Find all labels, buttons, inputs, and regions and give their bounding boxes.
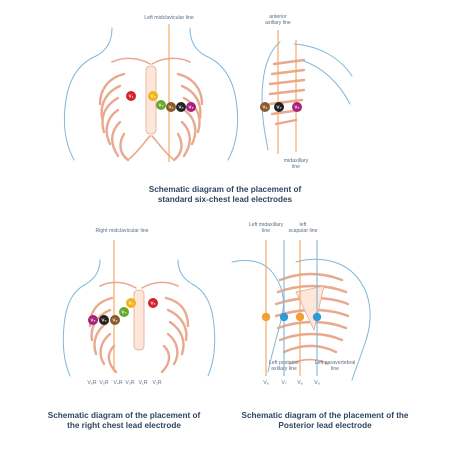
svg-text:V₅: V₅ [101,318,106,323]
lpara-line-1: Left paravertebral [315,360,356,366]
antax-line-2: axillary line [265,20,291,26]
posterior-bottom-labels: V₆ V₇ V₈ V₉ [263,380,320,386]
cap3-line-2: Posterior lead electrode [278,421,372,430]
lscap-line-1: left [300,222,307,228]
front-ribcage [98,57,204,162]
svg-text:V₄: V₄ [168,105,173,110]
side-ribcage [268,58,306,126]
label-v6: V₆ [263,380,269,386]
posterior-electrodes [261,312,322,322]
lpara-line-2: line [331,366,339,372]
posterior-electrode-v8 [295,312,305,322]
label-v3r: V₃R [125,380,135,386]
right-torso-outline-left [62,259,101,377]
midax-line-2: line [292,164,300,170]
midax-line-1: midaxillary [284,158,309,164]
right-electrode-v6: V₆ [88,315,98,325]
right-chest-electrodes: V₆ V₅ V₄ V₃ V₁ V₂ [88,298,158,325]
label-v5r: V₅R [99,380,109,386]
electrode-v2: V₂ [148,91,158,101]
antax-line-1: anterior [269,14,287,20]
standard-front-torso: Left midclavicular line V₁ V₂ V₃ V₄ V₅ [63,15,239,162]
svg-text:V₆: V₆ [90,318,95,323]
right-electrode-v1: V₁ [126,298,136,308]
svg-text:V₆: V₆ [294,105,299,110]
label-v1r: V₁R [139,380,148,386]
side-electrode-v6: V₆ [292,102,302,112]
svg-text:V₂: V₂ [150,94,155,99]
cap1-line-2: standard six-chest lead electrodes [158,195,293,204]
right-chest-ribcage [88,281,190,374]
cap2-line-2: the right chest lead electrode [67,421,181,430]
cap1-line-1: Schematic diagram of the placement of [149,185,302,194]
svg-text:V₃: V₃ [121,310,126,315]
cap3-line-1: Schematic diagram of the placement of th… [242,411,409,420]
label-v8: V₈ [297,380,303,386]
lpax-line-1: Left posterior [269,360,300,366]
posterior-guide-lines [265,240,318,376]
cap2-line-1: Schematic diagram of the placement of [48,411,201,420]
label-v2r: V₂R [152,380,161,386]
label-v7: V₇ [281,380,286,386]
posterior-electrode-v6 [261,312,271,322]
posterior-electrode-v7 [279,312,289,322]
electrode-v1: V₁ [126,91,136,101]
front-torso-outline-right [189,27,239,161]
label-v9: V₉ [314,380,320,386]
electrode-v5: V₅ [176,102,186,112]
side-electrode-v4: V₄ [260,102,270,112]
lmax-line-1: Left midaxillary [249,222,284,228]
lscap-line-2: scapular line [288,228,317,234]
posterior-outline-right [295,258,371,381]
svg-text:V₅: V₅ [178,105,183,110]
right-electrode-v4: V₄ [110,315,120,325]
svg-text:V₁: V₁ [129,301,134,306]
front-torso-outline-left [63,27,113,161]
svg-text:V₆: V₆ [188,105,193,110]
posterior-outline-back [231,259,285,373]
svg-text:V₅: V₅ [276,105,281,110]
posterior-electrode-v9 [312,312,322,322]
svg-text:V₃: V₃ [158,103,163,108]
side-torso-outline-back [261,41,281,151]
left-midclavicular-label: Left midclavicular line [144,15,194,21]
right-torso-outline-right [177,259,216,377]
electrode-v4: V₄ [166,102,176,112]
front-electrodes: V₁ V₂ V₃ V₄ V₅ V₆ [126,91,196,112]
right-chest-bottom-labels: V₆R V₅R V₄R V₃R V₁R V₂R [87,380,162,386]
lmax-line-2: line [262,228,270,234]
lpax-line-2: axillary line [271,366,297,372]
side-electrode-v5: V₅ [274,102,284,112]
right-midclavicular-label: Right midclavicular line [95,228,148,234]
svg-text:V₄: V₄ [262,105,267,110]
svg-text:V₂: V₂ [150,301,155,306]
right-electrode-v3: V₃ [119,307,129,317]
label-v4r: V₄R [113,380,123,386]
posterior-caption: Schematic diagram of the placement of th… [242,411,409,430]
electrode-v3: V₃ [156,100,166,110]
electrode-v6: V₆ [186,102,196,112]
label-v6r: V₆R [87,380,97,386]
right-electrode-v2: V₂ [148,298,158,308]
side-electrodes: V₄ V₅ V₆ [260,102,302,112]
right-chest-torso: Right midclavicular line V₆ V₅ V₄ V₃ V₁ [62,228,216,386]
right-electrode-v5: V₅ [99,315,109,325]
svg-text:V₁: V₁ [129,94,134,99]
svg-text:V₄: V₄ [112,318,117,323]
side-torso-outline-arm [293,43,353,105]
